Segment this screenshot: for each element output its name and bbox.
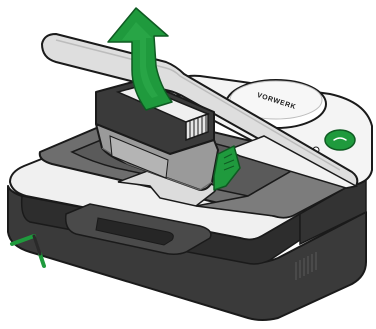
power-button-icon	[325, 130, 355, 150]
